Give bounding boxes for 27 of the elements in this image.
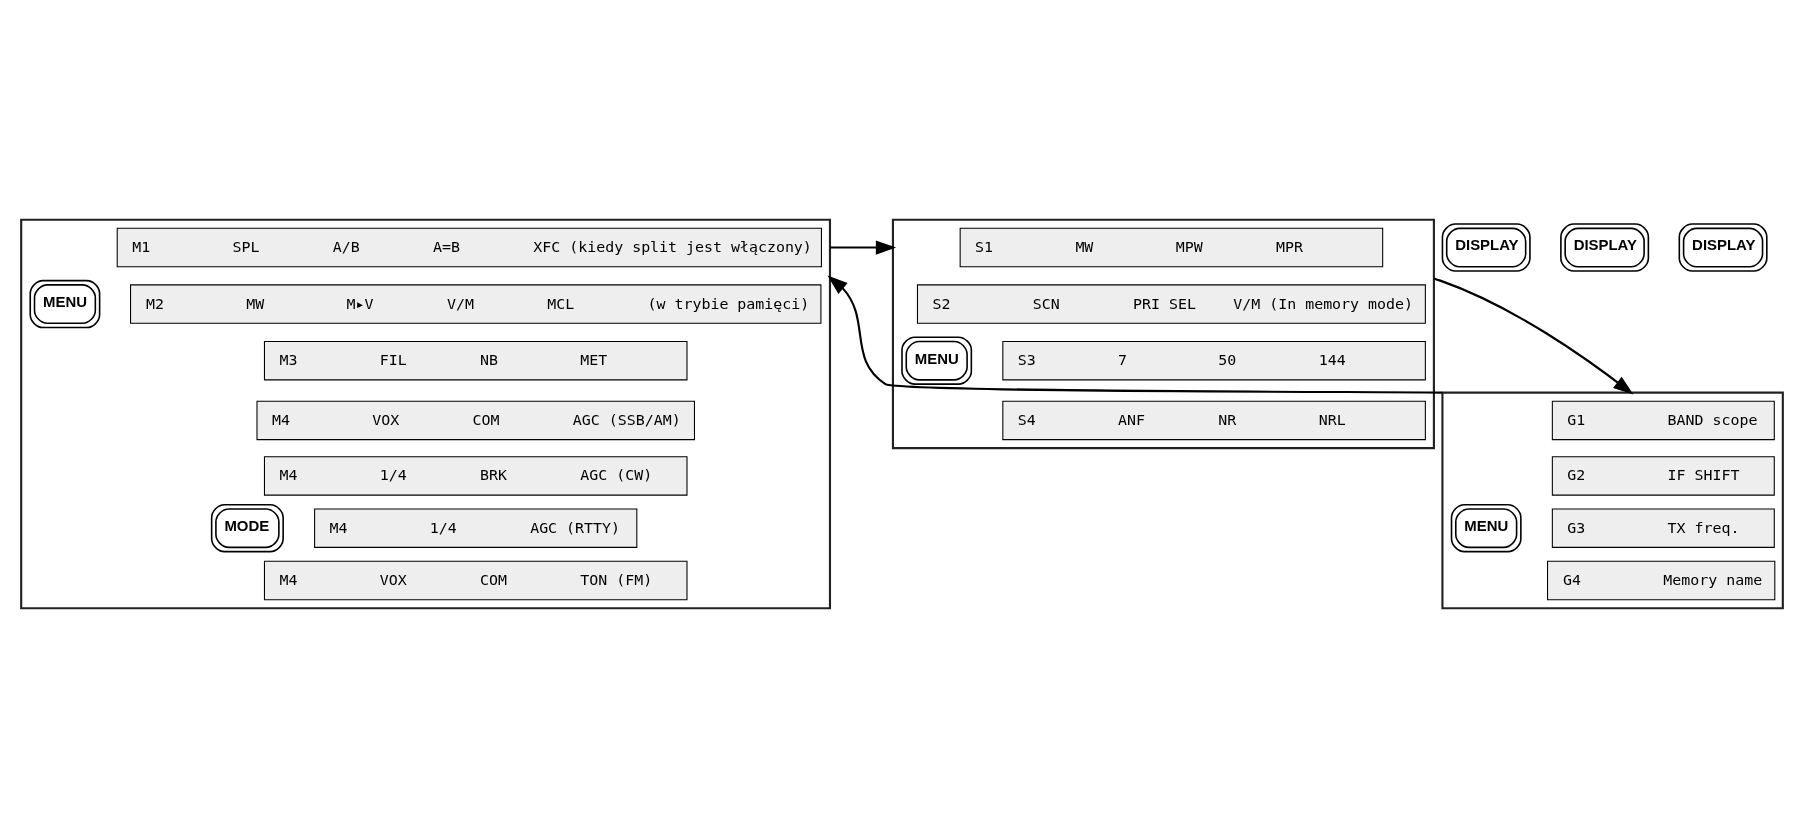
node-box: G2 IF SHIFT <box>1551 456 1775 496</box>
node-box: S1 MW MPW MPR <box>959 227 1384 268</box>
node-box: S4 ANF NR NRL <box>1002 400 1426 441</box>
node-box: DISPLAY <box>1560 223 1650 272</box>
cluster <box>20 218 832 610</box>
node-box: MODE <box>210 503 284 553</box>
node-box: G4 Memory name <box>1547 560 1776 601</box>
node-box: G3 TX freq. <box>1551 508 1775 548</box>
node-box: M2 MW M▸V V/M MCL (w trybie pamięci) <box>130 284 822 324</box>
node-box: M4 1/4 AGC (RTTY) <box>314 508 638 548</box>
node-box: DISPLAY <box>1441 223 1531 272</box>
node-box: G1 BAND scope <box>1551 400 1775 441</box>
node-box: M4 1/4 BRK AGC (CW) <box>263 456 688 496</box>
node-box: MENU <box>901 336 973 385</box>
node-box: MENU <box>29 279 101 329</box>
cluster <box>891 218 1435 450</box>
node-box: M3 FIL NB MET <box>263 340 688 381</box>
node-box: MENU <box>1450 503 1522 553</box>
node-box: S2 SCN PRI SEL V/M (In memory mode) <box>916 284 1426 324</box>
node-box: M4 VOX COM AGC (SSB/AM) <box>256 400 695 441</box>
arrow <box>827 275 1443 394</box>
node-box: M4 VOX COM TON (FM) <box>263 560 688 601</box>
node-box: S3 7 50 144 <box>1002 340 1426 381</box>
arrow <box>830 240 897 255</box>
node-box: M1 SPL A/B A=B XFC (kiedy split jest włączony) <box>116 227 822 268</box>
cluster <box>1441 391 1784 610</box>
node-box: DISPLAY <box>1678 223 1768 272</box>
